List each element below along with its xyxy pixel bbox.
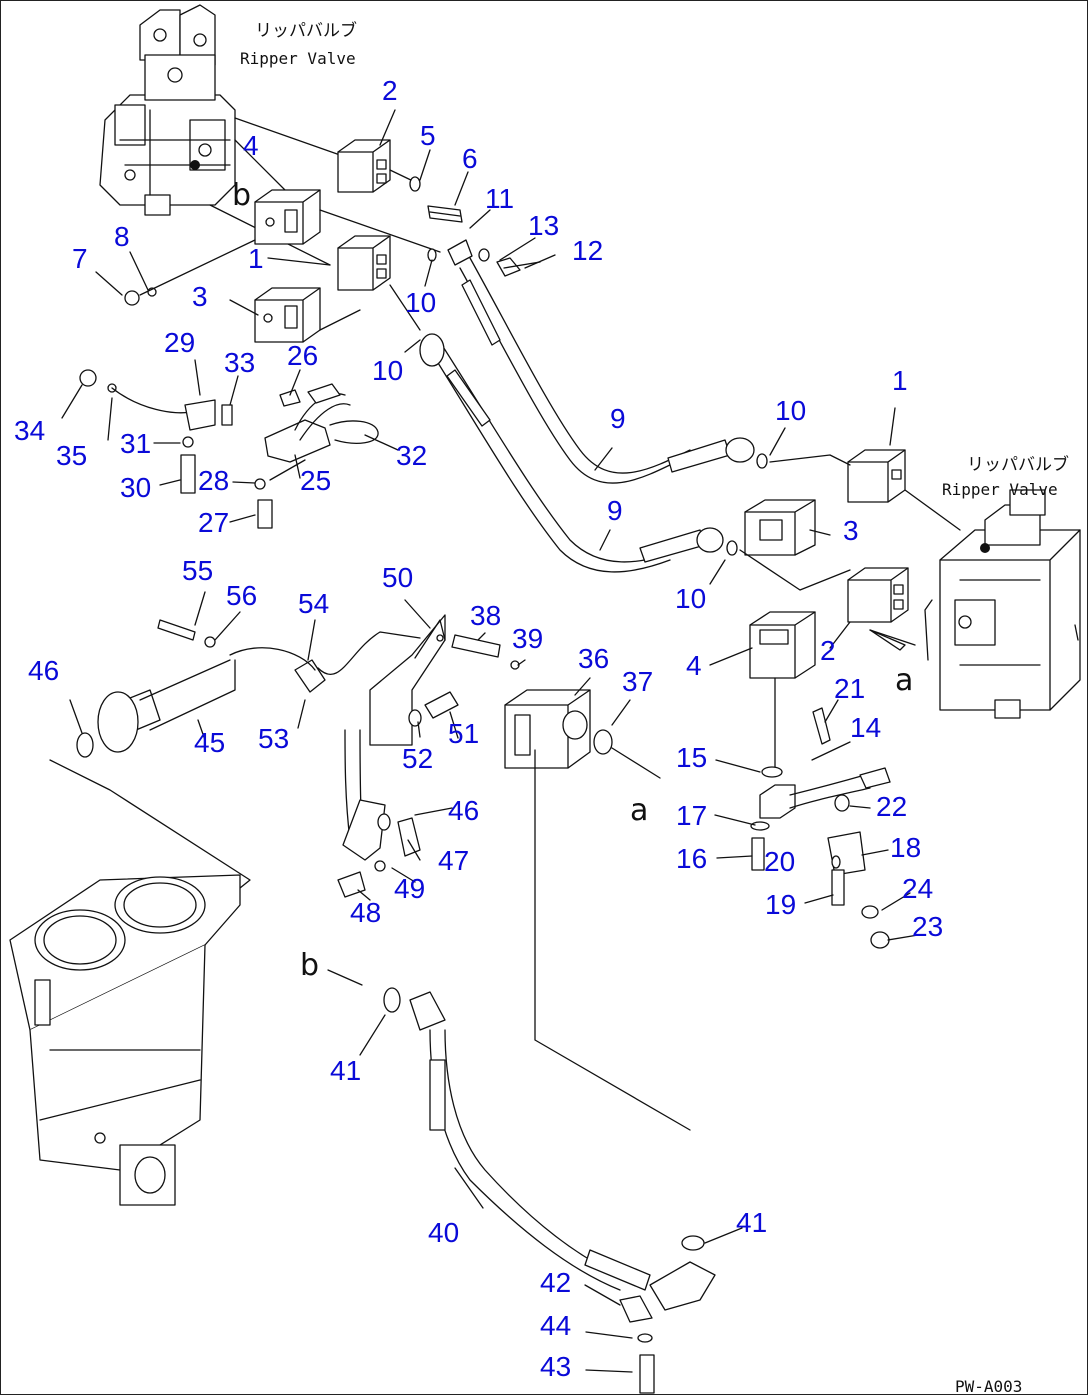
callout-42: 42 — [540, 1267, 571, 1298]
callout-1: 1 — [892, 365, 908, 396]
callout-18: 18 — [890, 832, 921, 863]
callout-33: 33 — [224, 347, 255, 378]
callout-53: 53 — [258, 723, 289, 754]
callout-numbers: 2 5 6 4 11 13 12 8 7 1 10 3 29 33 26 10 … — [14, 75, 943, 1382]
callout-8: 8 — [114, 221, 130, 252]
callout-10: 10 — [775, 395, 806, 426]
callout-13: 13 — [528, 210, 559, 241]
callout-37: 37 — [622, 666, 653, 697]
leader-lines — [61, 109, 919, 1373]
callout-9: 9 — [610, 403, 626, 434]
middle-line-group — [49, 614, 661, 901]
callout-41: 41 — [330, 1055, 361, 1086]
callout-9: 9 — [607, 495, 623, 526]
callout-20: 20 — [764, 846, 795, 877]
callout-35: 35 — [56, 440, 87, 471]
callout-4: 4 — [243, 130, 259, 161]
callout-29: 29 — [164, 327, 195, 358]
callout-50: 50 — [382, 562, 413, 593]
callout-14: 14 — [850, 712, 881, 743]
callout-10: 10 — [405, 287, 436, 318]
hose-40 — [383, 749, 716, 1394]
callout-5: 5 — [420, 120, 436, 151]
callout-19: 19 — [765, 889, 796, 920]
callout-22: 22 — [876, 791, 907, 822]
upper-blocks — [124, 117, 541, 343]
callout-2: 2 — [820, 635, 836, 666]
drawing-code: PW-A003 — [955, 1377, 1022, 1396]
callout-26: 26 — [287, 340, 318, 371]
callout-49: 49 — [394, 873, 425, 904]
callout-2: 2 — [382, 75, 398, 106]
arrow-b — [327, 969, 363, 986]
callout-40: 40 — [428, 1217, 459, 1248]
callout-30: 30 — [120, 472, 151, 503]
callout-17: 17 — [676, 800, 707, 831]
connection-a-left: a — [630, 793, 648, 828]
callout-23: 23 — [912, 911, 943, 942]
callout-1: 1 — [248, 243, 264, 274]
callout-56: 56 — [226, 580, 257, 611]
callout-11: 11 — [485, 183, 514, 214]
callout-55: 55 — [182, 555, 213, 586]
callout-46: 46 — [28, 655, 59, 686]
valve-label-jp-top: リッパバルブ — [255, 20, 357, 41]
callout-7: 7 — [72, 243, 88, 274]
callout-46: 46 — [448, 795, 479, 826]
callout-12: 12 — [572, 235, 603, 266]
callout-6: 6 — [462, 143, 478, 174]
callout-54: 54 — [298, 588, 329, 619]
callout-4: 4 — [686, 650, 702, 681]
callout-38: 38 — [470, 600, 501, 631]
connection-b-right: b — [300, 948, 319, 983]
callout-3: 3 — [843, 515, 859, 546]
callout-3: 3 — [192, 281, 208, 312]
callout-36: 36 — [578, 643, 609, 674]
callout-51: 51 — [448, 718, 479, 749]
callout-16: 16 — [676, 843, 707, 874]
ripper-valve-right — [924, 489, 1081, 719]
right-blocks — [726, 449, 961, 771]
connection-b-left: b — [232, 178, 251, 213]
callout-39: 39 — [512, 623, 543, 654]
hose-9-pair — [419, 257, 755, 573]
callout-32: 32 — [396, 440, 427, 471]
callout-27: 27 — [198, 507, 229, 538]
callout-31: 31 — [120, 428, 151, 459]
connection-a-right: a — [895, 663, 913, 698]
callout-43: 43 — [540, 1351, 571, 1382]
callout-10: 10 — [372, 355, 403, 386]
callout-10: 10 — [675, 583, 706, 614]
valve-label-en-right: Ripper Valve — [942, 480, 1058, 499]
callout-52: 52 — [402, 743, 433, 774]
callout-34: 34 — [14, 415, 45, 446]
callout-15: 15 — [676, 742, 707, 773]
valve-label-jp-right: リッパバルブ — [967, 454, 1069, 475]
callout-44: 44 — [540, 1310, 571, 1341]
valve-label-en-top: Ripper Valve — [240, 49, 356, 68]
clamp-bracket-group — [79, 369, 379, 529]
ripper-valve-top-left — [99, 4, 236, 216]
lower-right-fittings — [750, 707, 891, 949]
callout-25: 25 — [300, 465, 331, 496]
pump-housing — [9, 874, 241, 1206]
callout-24: 24 — [902, 873, 933, 904]
callout-48: 48 — [350, 897, 381, 928]
callout-47: 47 — [438, 845, 469, 876]
callout-45: 45 — [194, 727, 225, 758]
callout-41: 41 — [736, 1207, 767, 1238]
callout-21: 21 — [834, 673, 865, 704]
callout-28: 28 — [198, 465, 229, 496]
